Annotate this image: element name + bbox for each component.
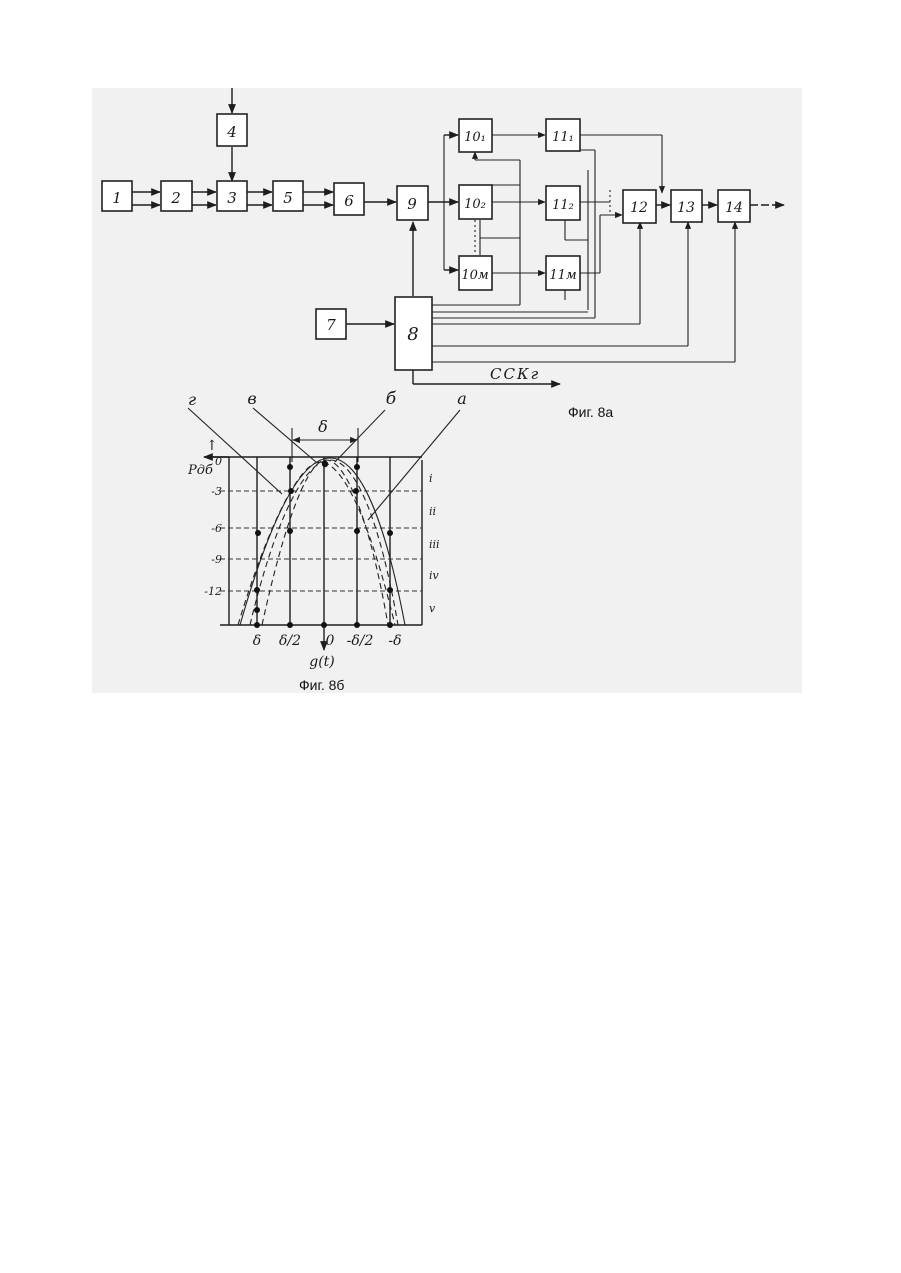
curve-label-v: в xyxy=(247,389,256,408)
point xyxy=(288,488,294,494)
block-2-label: 2 xyxy=(170,189,181,207)
y-axis-label: Pдб xyxy=(187,463,213,478)
right-tick: v xyxy=(429,602,436,615)
x-tick: δ/2 xyxy=(279,633,301,649)
block-10-2-label: 10₂ xyxy=(464,197,486,212)
point xyxy=(321,622,327,628)
point xyxy=(387,587,393,593)
point xyxy=(353,488,359,494)
caption-fig-8a: Фиг. 8а xyxy=(568,404,613,420)
point xyxy=(387,622,393,628)
point xyxy=(354,464,360,470)
x-axis-label: g(t) xyxy=(309,654,335,670)
point xyxy=(287,622,293,628)
x-tick: -δ xyxy=(388,633,401,649)
block-13-label: 13 xyxy=(677,200,695,216)
x-tick: -δ/2 xyxy=(347,633,374,649)
x-tick: δ xyxy=(253,633,261,649)
point xyxy=(322,461,328,467)
point xyxy=(254,607,260,613)
right-tick: i xyxy=(429,472,433,485)
right-tick: iv xyxy=(429,569,440,582)
point xyxy=(387,530,393,536)
y-tick: 0 xyxy=(215,455,222,468)
block-11-1-label: 11₁ xyxy=(552,130,574,145)
y-tick: -6 xyxy=(211,522,222,535)
block-12-label: 12 xyxy=(630,200,648,216)
point xyxy=(287,464,293,470)
x-tick: 0 xyxy=(326,633,335,649)
point xyxy=(254,587,260,593)
point xyxy=(255,530,261,536)
block-14-label: 14 xyxy=(725,200,743,216)
block-11-m-label: 11м xyxy=(549,268,576,283)
block-11-2-label: 11₂ xyxy=(552,198,574,213)
delta-label: δ xyxy=(318,417,328,436)
block-1-label: 1 xyxy=(112,189,122,207)
block-8-label: 8 xyxy=(407,324,418,345)
output-label-ssk: ССКг xyxy=(490,365,540,383)
point xyxy=(254,622,260,628)
curve-label-a: а xyxy=(457,389,467,408)
block-7-label: 7 xyxy=(326,316,336,334)
point xyxy=(287,528,293,534)
block-4-label: 4 xyxy=(226,123,237,141)
block-10-m-label: 10м xyxy=(461,268,488,283)
y-tick: -9 xyxy=(211,553,222,566)
y-axis-arrow-label: ↑ xyxy=(206,438,218,454)
curve-label-b: б xyxy=(386,389,397,409)
right-tick: iii xyxy=(429,538,440,551)
block-3-label: 3 xyxy=(227,189,237,207)
point xyxy=(354,622,360,628)
y-tick: -12 xyxy=(204,585,222,598)
curve-label-g: г xyxy=(188,390,196,409)
block-6-label: 6 xyxy=(344,192,354,210)
point xyxy=(354,528,360,534)
block-9-label: 9 xyxy=(407,195,417,213)
y-tick: -3 xyxy=(211,485,222,498)
scan-background xyxy=(92,88,802,693)
caption-fig-8b: Фиг. 8б xyxy=(299,677,344,693)
block-5-label: 5 xyxy=(283,189,293,207)
right-tick: ii xyxy=(429,505,436,518)
block-10-1-label: 10₁ xyxy=(464,130,486,145)
